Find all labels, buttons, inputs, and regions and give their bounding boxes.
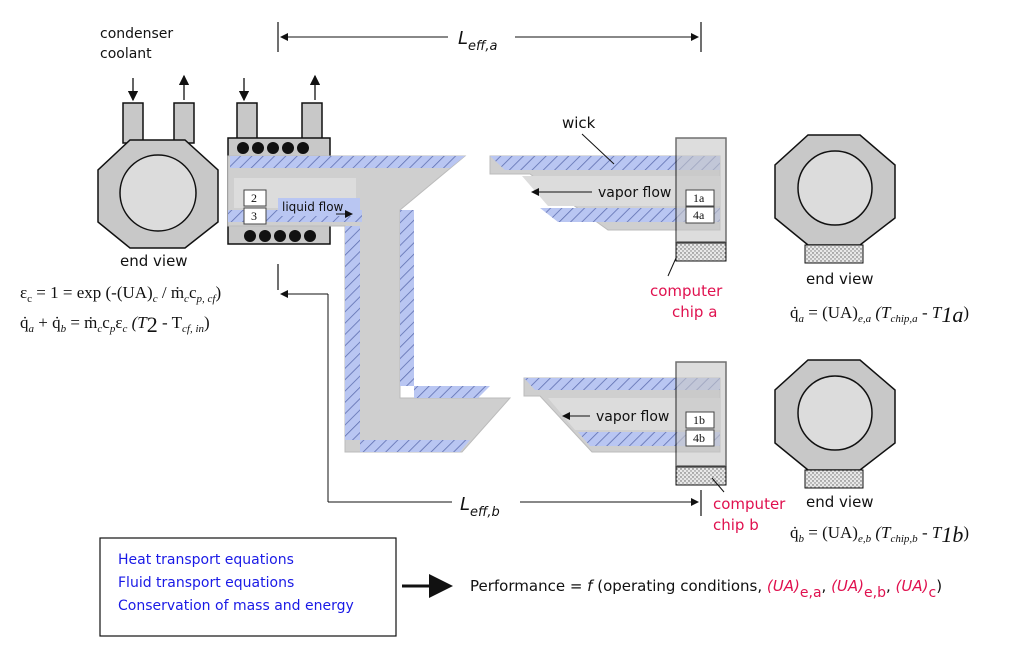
coolant-label: coolant — [100, 46, 152, 62]
end-view-left-label: end view — [120, 252, 188, 270]
chip-b-label-line2: chip b — [713, 516, 759, 534]
leff-b-sub: eff,b — [470, 505, 500, 520]
condenser-end-view — [97, 74, 219, 249]
chip-a-pointer — [667, 257, 677, 277]
evaporator-a-end-view — [774, 134, 896, 264]
leff-a-label: Leff,a — [458, 28, 498, 54]
wick-pointer — [581, 133, 615, 165]
box-line-fluid: Fluid transport equations — [118, 575, 294, 591]
effectiveness-equation: εc = 1 = exp (-(UA)c / ṁccp, cf) — [20, 283, 221, 305]
leff-a-dimension — [277, 22, 702, 52]
leff-a-main: L — [458, 28, 468, 49]
state-point-boxes — [243, 189, 715, 447]
performance-equation: Performance = f (operating conditions, (… — [470, 577, 942, 601]
evaporator-b-end-view — [774, 359, 896, 489]
leff-a-sub: eff,a — [468, 39, 498, 54]
qa-equation: q̇a = (UA)e,a (Tchip,a - T1a) — [790, 302, 969, 327]
leff-b-dimension — [277, 264, 702, 516]
box-line-heat: Heat transport equations — [118, 552, 294, 568]
state-point-3: 3 — [251, 209, 257, 223]
chip-a-label-line1: computer — [650, 282, 723, 300]
condenser-label: condenser — [100, 26, 173, 42]
state-point-1a: 1a — [693, 191, 705, 205]
wick-label: wick — [562, 114, 596, 132]
leff-b-label: Leff,b — [460, 494, 500, 520]
liquid-flow-label: liquid flow — [282, 200, 344, 214]
chip-b-label-line1: computer — [713, 495, 786, 513]
qb-equation: q̇b = (UA)e,b (Tchip,b - T1b) — [790, 522, 969, 547]
state-point-1b: 1b — [693, 413, 705, 427]
chip-a-label-line2: chip a — [672, 303, 717, 321]
state-point-2: 2 — [251, 191, 257, 205]
box-line-conservation: Conservation of mass and energy — [118, 598, 354, 614]
vapor-flow-b-label: vapor flow — [596, 409, 669, 425]
state-point-4b: 4b — [693, 431, 705, 445]
end-view-a-label: end view — [806, 270, 874, 288]
state-point-4a: 4a — [693, 208, 705, 222]
vapor-flow-a-label: vapor flow — [598, 185, 671, 201]
model-summary-box — [99, 537, 397, 637]
energy-balance-equation: q̇a + q̇b = ṁccpεc (T2 - Tcf, in) — [20, 312, 210, 337]
leff-b-main: L — [460, 494, 470, 515]
end-view-b-label: end view — [806, 493, 874, 511]
chip-b-pointer — [711, 477, 725, 493]
